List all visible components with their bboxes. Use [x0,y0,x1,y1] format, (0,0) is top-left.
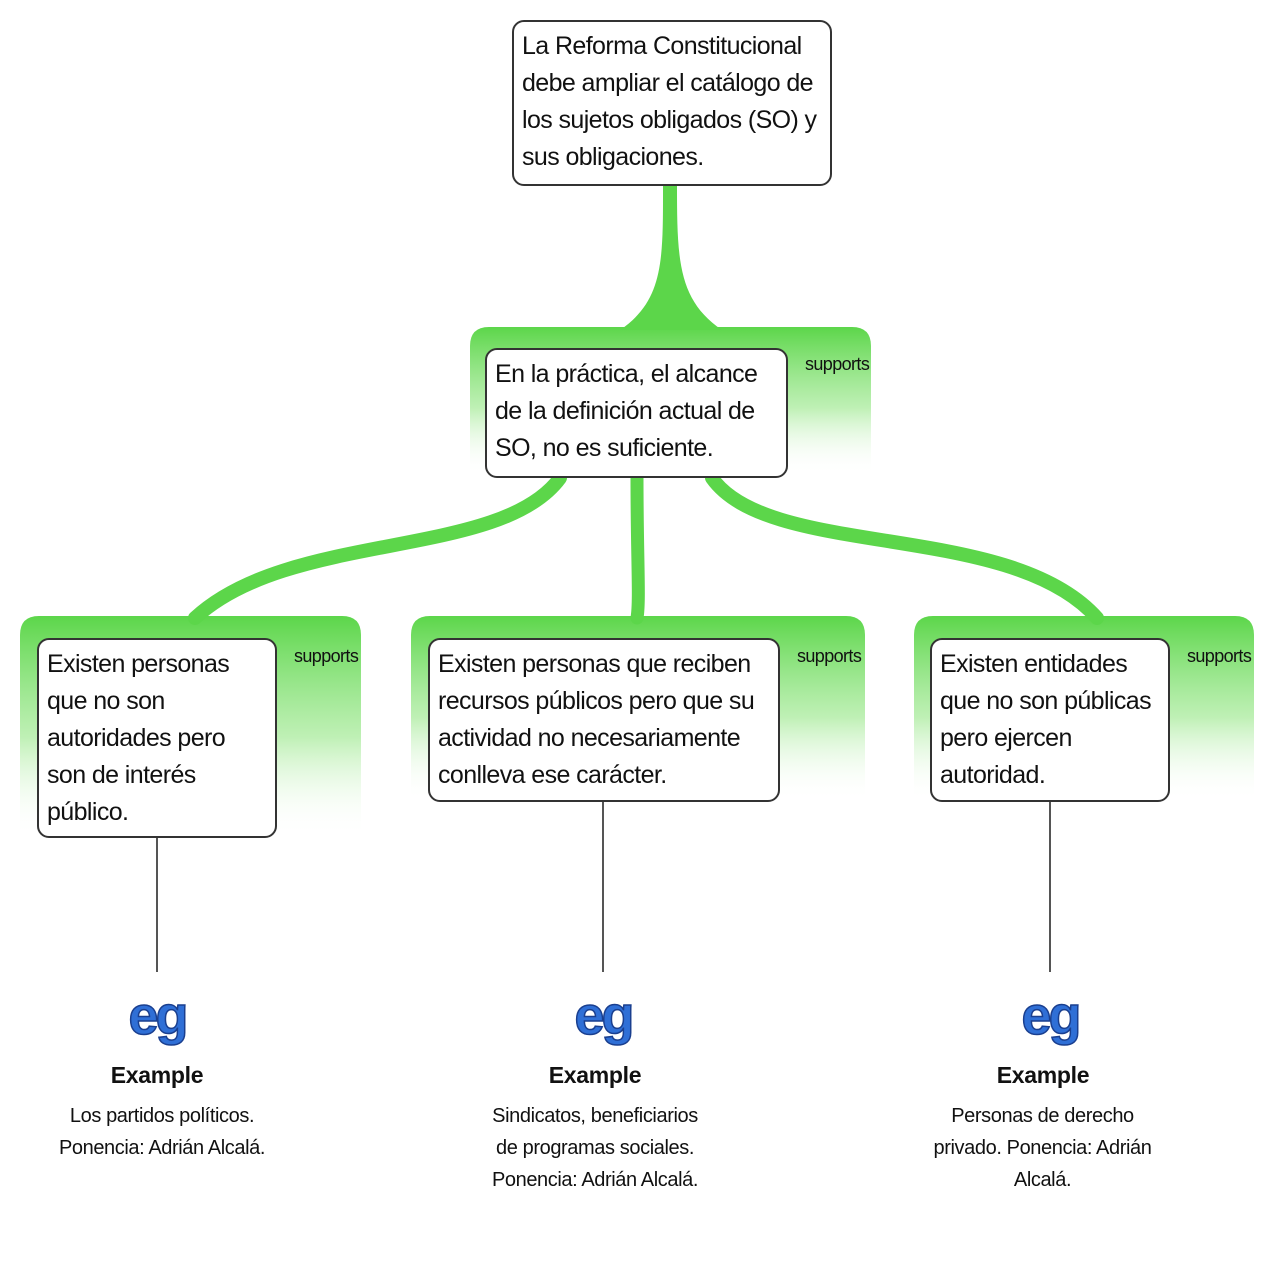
child-reason-node-3[interactable]: Existen entidades que no son públicas pe… [930,638,1170,802]
relation-label-child-3: supports [1187,646,1252,666]
eg-icon[interactable]: eg [1015,980,1085,1050]
root-claim-node[interactable]: La Reforma Constitucional debe ampliar e… [512,20,832,186]
child-reason-text-2: Existen personas que reciben recursos pú… [438,650,755,789]
child-reason-text-3: Existen entidades que no son públicas pe… [940,650,1152,789]
example-text-2: Sindicatos, beneficiarios de programas s… [491,1105,699,1191]
child-reason-node-2[interactable]: Existen personas que reciben recursos pú… [428,638,780,802]
example-title-2: Example [548,1062,642,1088]
relation-label-child-1: supports [294,646,359,666]
example-title-3: Example [996,1062,1090,1088]
link-level1-to-child-2 [630,471,645,625]
svg-text:eg: eg [574,986,631,1046]
child-reason-node-1[interactable]: Existen personas que no son autoridades … [37,638,277,838]
level1-reason-node[interactable]: En la práctica, el alcance de la definic… [485,348,788,478]
relation-label-child-2: supports [797,646,862,666]
example-text-3: Personas de derecho privado. Ponencia: A… [933,1105,1152,1191]
child-reason-text-1: Existen personas que no son autoridades … [47,650,230,826]
level1-reason-text: En la práctica, el alcance de la definic… [495,360,758,462]
link-level1-to-child-3 [705,471,1104,625]
link-level1-to-child-1 [188,471,567,625]
eg-icon[interactable]: eg [568,980,638,1050]
relation-label-level1: supports [805,354,870,374]
example-text-1: Los partidos políticos. Ponencia: Adrián… [58,1105,266,1159]
root-claim-text: La Reforma Constitucional debe ampliar e… [522,32,817,171]
eg-icon[interactable]: eg [122,980,192,1050]
example-title-1: Example [110,1062,204,1088]
svg-text:eg: eg [1021,986,1078,1046]
link-root-to-level1 [620,185,722,330]
svg-text:eg: eg [128,986,185,1046]
